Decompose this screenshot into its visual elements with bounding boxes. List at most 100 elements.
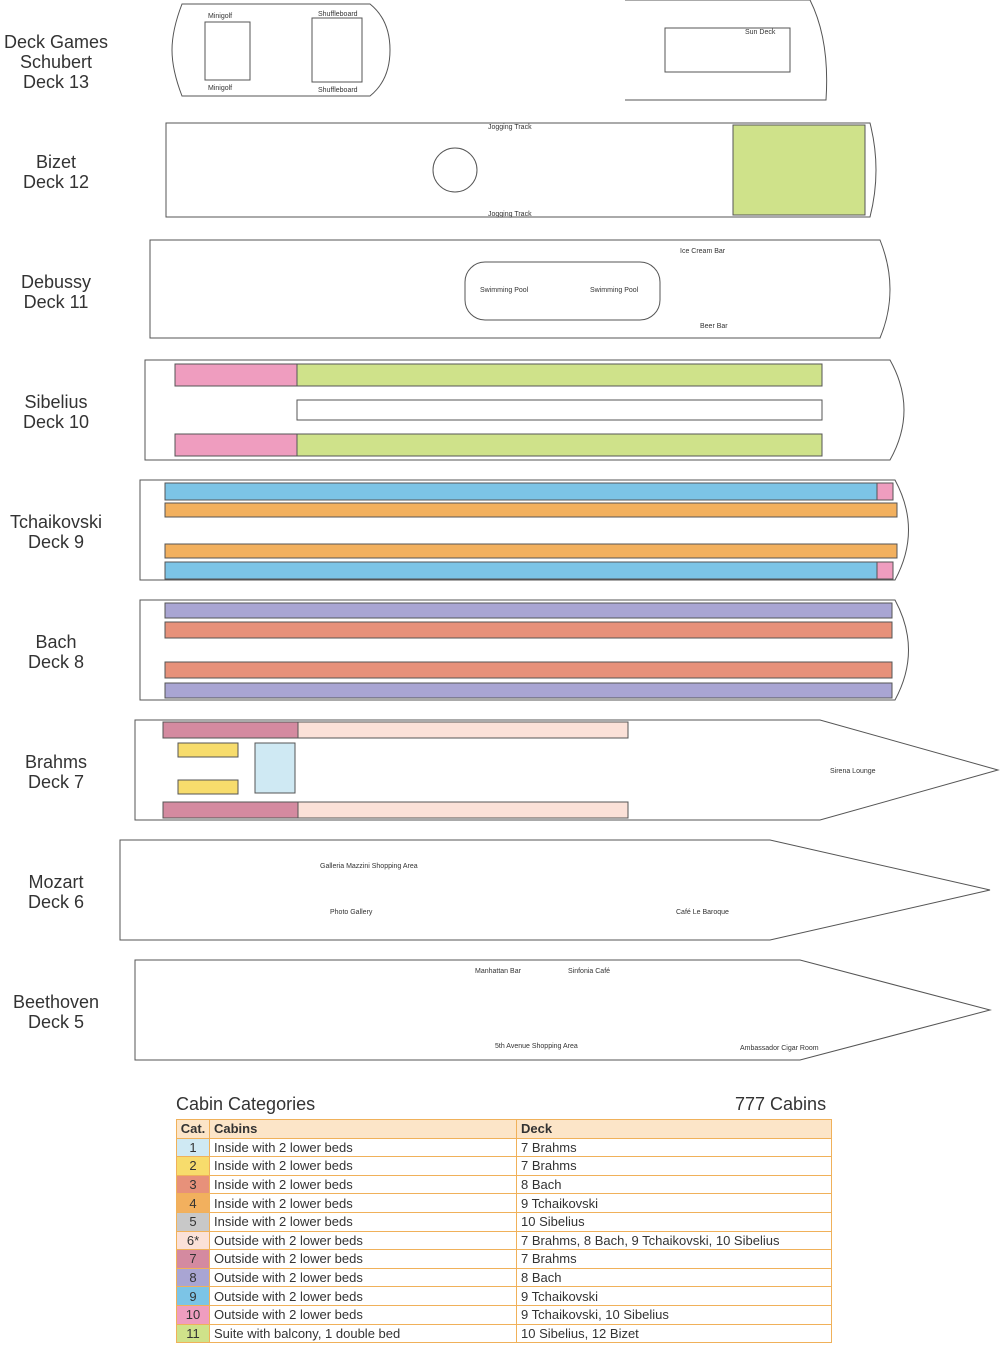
deck-5-plan: Manhattan Bar Sinfonia Café 5th Avenue S… xyxy=(134,959,992,1061)
deck-6-plan: Galleria Mazzini Shopping Area Photo Gal… xyxy=(119,839,991,941)
category-swatch: 4 xyxy=(176,1193,210,1213)
deck-8-cat3-top xyxy=(164,621,893,639)
deck-10-cat10-bottom xyxy=(174,433,298,457)
deck-12-suites-block xyxy=(732,124,866,216)
deck-8-outline xyxy=(139,599,909,701)
table-row: 3 Inside with 2 lower beds 8 Bach xyxy=(176,1174,832,1195)
deck-label-line: Brahms xyxy=(24,752,87,772)
deck-8-plan xyxy=(139,599,909,701)
header-deck: Deck xyxy=(516,1119,832,1139)
category-deck: 8 Bach xyxy=(516,1174,832,1195)
shuffleboard-bottom-label: Shuffleboard xyxy=(318,87,358,94)
deck-7-cat7-top xyxy=(162,721,299,739)
legend-title: Cabin Categories xyxy=(176,1094,316,1114)
deck-6-outline xyxy=(119,839,991,941)
deck-label-6: Mozart Deck 6 xyxy=(0,872,112,912)
category-cabins: Outside with 2 lower beds xyxy=(209,1267,517,1288)
deck-label-9: Tchaikovski Deck 9 xyxy=(0,512,112,552)
category-cabins: Outside with 2 lower beds xyxy=(209,1249,517,1269)
category-deck: 7 Brahms xyxy=(516,1249,832,1269)
deck-9-cat4-bottom xyxy=(164,543,898,559)
swimming-pool-area xyxy=(464,261,661,321)
minigolf-bottom-label: Minigolf xyxy=(208,85,232,92)
deck-label-line: Deck 5 xyxy=(27,1012,85,1032)
deck-label-line: Deck Games xyxy=(3,32,109,52)
deck-8-cat8-top xyxy=(164,602,893,619)
cafe-barocco-label: Café Le Baroque xyxy=(676,909,729,916)
sinfonia-cafe-label: Sinfonia Café xyxy=(568,968,610,975)
category-deck: 7 Brahms, 8 Bach, 9 Tchaikovski, 10 Sibe… xyxy=(516,1230,832,1251)
deck-10-plan xyxy=(144,359,905,461)
category-swatch: 7 xyxy=(176,1249,210,1269)
cabin-categories-table: Cat. Cabins Deck 1 Inside with 2 lower b… xyxy=(176,1119,832,1344)
sun-deck-area xyxy=(664,27,791,73)
deck-label-10: Sibelius Deck 10 xyxy=(0,392,112,432)
category-deck: 9 Tchaikovski xyxy=(516,1193,832,1213)
category-deck: 8 Bach xyxy=(516,1267,832,1288)
deck-label-line: Deck 12 xyxy=(22,172,90,192)
deck-9-cat10-top xyxy=(876,482,894,501)
jogging-track-top-label: Jogging Track xyxy=(488,124,532,131)
table-row: 4 Inside with 2 lower beds 9 Tchaikovski xyxy=(176,1193,832,1213)
deck-10-cat11-top xyxy=(296,363,823,387)
table-header-row: Cat. Cabins Deck xyxy=(176,1119,832,1139)
deck-12-plan: Jogging Track Jogging Track xyxy=(165,122,877,218)
category-swatch: 9 xyxy=(176,1286,210,1306)
header-cat: Cat. xyxy=(176,1119,210,1139)
deck-11-outline xyxy=(149,239,891,339)
category-deck: 10 Sibelius xyxy=(516,1211,832,1232)
swimming-pool-right-label: Swimming Pool xyxy=(590,287,639,294)
deck-9-plan xyxy=(139,479,909,581)
deck-label-line: Bach xyxy=(35,632,77,652)
category-deck: 9 Tchaikovski, 10 Sibelius xyxy=(516,1304,832,1325)
minigolf-top-label: Minigolf xyxy=(208,13,232,20)
table-row: 6* Outside with 2 lower beds 7 Brahms, 8… xyxy=(176,1230,832,1251)
category-swatch: 2 xyxy=(176,1156,210,1176)
deck-label-line: Bizet xyxy=(35,152,77,172)
deck-8-cat8-bottom xyxy=(164,682,893,699)
category-deck: 7 Brahms xyxy=(516,1137,832,1158)
category-deck: 9 Tchaikovski xyxy=(516,1286,832,1306)
swimming-pool-left-label: Swimming Pool xyxy=(480,287,529,294)
deck-12-outline xyxy=(165,122,877,218)
deck-7-outline xyxy=(134,719,1000,821)
deck-5-outline xyxy=(134,959,992,1061)
table-row: 9 Outside with 2 lower beds 9 Tchaikovsk… xyxy=(176,1286,832,1306)
category-swatch: 8 xyxy=(176,1267,210,1288)
deck-9-cat9-top xyxy=(164,482,878,501)
deck-10-corridor xyxy=(296,399,823,421)
table-row: 8 Outside with 2 lower beds 8 Bach xyxy=(176,1267,832,1288)
category-swatch: 1 xyxy=(176,1137,210,1158)
category-cabins: Inside with 2 lower beds xyxy=(209,1193,517,1213)
deck-label-line: Beethoven xyxy=(12,992,100,1012)
table-row: 2 Inside with 2 lower beds 7 Brahms xyxy=(176,1156,832,1176)
deck-label-line: Debussy xyxy=(20,272,92,292)
jogging-track-bottom-label: Jogging Track xyxy=(488,211,532,218)
deck-label-8: Bach Deck 8 xyxy=(0,632,112,672)
deck-13-plan: Minigolf Minigolf Shuffleboard Shufflebo… xyxy=(171,0,828,101)
deck-13-forward-outline xyxy=(625,0,828,101)
deck-label-line: Sibelius xyxy=(24,392,88,412)
deck-label-line: Deck 9 xyxy=(27,532,85,552)
deck-label-line: Tchaikovski xyxy=(9,512,103,532)
category-cabins: Inside with 2 lower beds xyxy=(209,1211,517,1232)
deck-7-plan: Sirena Lounge xyxy=(134,719,1000,821)
deck-label-line: Mozart xyxy=(28,872,84,892)
table-row: 10 Outside with 2 lower beds 9 Tchaikovs… xyxy=(176,1304,832,1325)
shuffleboard-court xyxy=(311,17,363,83)
table-row: 1 Inside with 2 lower beds 7 Brahms xyxy=(176,1137,832,1158)
deck-13-aft-outline xyxy=(171,3,391,97)
category-swatch: 3 xyxy=(176,1174,210,1195)
deck-label-line: Deck 6 xyxy=(27,892,85,912)
sirena-lounge-label: Sirena Lounge xyxy=(830,768,876,775)
deck-label-line: Deck 8 xyxy=(27,652,85,672)
deck-9-outline xyxy=(139,479,909,581)
sun-deck-label: Sun Deck xyxy=(745,29,776,36)
category-swatch: 6* xyxy=(176,1230,210,1251)
category-swatch: 11 xyxy=(176,1323,210,1344)
deck-7-cat2-bottom xyxy=(177,779,239,795)
deck-8-cat3-bottom xyxy=(164,661,893,679)
galleria-mazzini-label: Galleria Mazzini Shopping Area xyxy=(320,863,418,870)
deck-10-outline xyxy=(144,359,905,461)
category-cabins: Outside with 2 lower beds xyxy=(209,1230,517,1251)
